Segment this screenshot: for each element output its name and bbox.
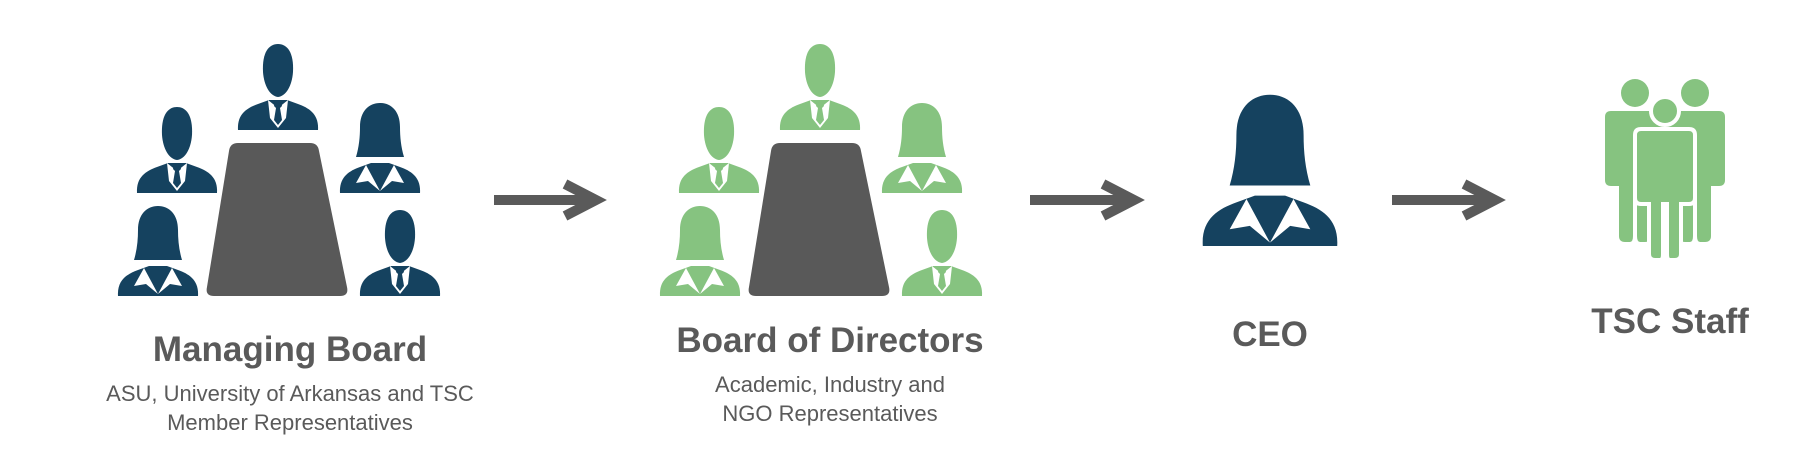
table-shape [748, 143, 890, 296]
arrow-right-icon [494, 179, 607, 221]
table-shape [206, 143, 348, 296]
board-of-directors-subtitle: Academic, Industry and NGO Representativ… [640, 370, 1020, 428]
person-icon [881, 103, 963, 193]
subtitle-line: Member Representatives [167, 410, 413, 435]
ceo-title: CEO [1232, 315, 1308, 354]
person-icon [1202, 94, 1338, 247]
board-of-directors-icon [659, 44, 983, 296]
person-icon [359, 210, 441, 296]
subtitle-line: Academic, Industry and [715, 372, 945, 397]
arrow-right-icon [1030, 179, 1145, 221]
person-icon [901, 210, 983, 296]
managing-board-subtitle: ASU, University of Arkansas and TSC Memb… [70, 379, 510, 437]
person-icon [678, 107, 760, 193]
person-icon [136, 107, 218, 193]
staff-group-icon [1605, 79, 1725, 262]
subtitle-line: NGO Representatives [722, 401, 938, 426]
person-icon [237, 44, 319, 130]
tsc-staff-title: TSC Staff [1591, 302, 1749, 341]
person-icon [779, 44, 861, 130]
managing-board-title: Managing Board [152, 330, 428, 369]
board-of-directors-title: Board of Directors [676, 321, 984, 360]
person-icon [117, 206, 199, 296]
person-icon [659, 206, 741, 296]
person-icon [339, 103, 421, 193]
managing-board-icon [117, 44, 441, 296]
arrow-right-icon [1392, 179, 1506, 221]
businesswoman-icon [1202, 94, 1338, 247]
subtitle-line: ASU, University of Arkansas and TSC [106, 381, 474, 406]
